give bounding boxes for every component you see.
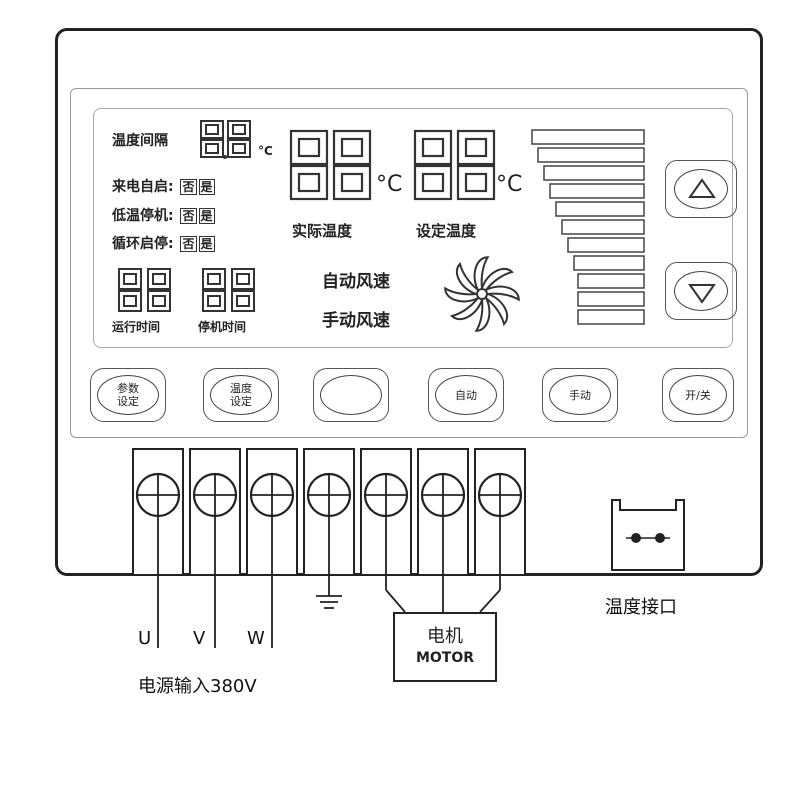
run-time-digits [118, 268, 171, 312]
stop-time-digits [202, 268, 255, 312]
actual-temp-digits [289, 129, 372, 201]
power-button-label: 开/关 [669, 375, 727, 415]
cycle-start-stop-label: 循环启停 [112, 236, 168, 252]
temp-interval-label: 温度间隔 [112, 133, 168, 149]
fan-level-bars [531, 129, 645, 325]
phase-v-label: V [193, 628, 206, 649]
power-on-start-no: 否 [180, 179, 197, 195]
set-temp-label: 设定温度 [416, 222, 477, 240]
manual-fan-label: 手动风速 [322, 311, 390, 331]
param-setting-label: 参数 设定 [97, 375, 159, 415]
auto-button-label: 自动 [435, 375, 497, 415]
lcd-screen [93, 108, 733, 348]
param-setting-button[interactable]: 参数 设定 [90, 368, 166, 422]
phase-u-label: U [138, 628, 152, 649]
down-arrow-icon [688, 284, 716, 304]
actual-temp-label: 实际温度 [292, 222, 353, 240]
lcd-frame [70, 88, 748, 438]
blank-button-label [320, 375, 382, 415]
phase-w-label: W [247, 628, 265, 649]
auto-fan-label: 自动风速 [322, 272, 390, 292]
cycle-start-stop-no: 否 [180, 236, 197, 252]
low-temp-stop-label: 低温停机 [112, 208, 168, 224]
set-temp-digits [413, 129, 496, 201]
blank-button[interactable] [313, 368, 389, 422]
up-button[interactable] [665, 160, 737, 218]
up-arrow-icon [688, 178, 716, 198]
fan-icon [442, 254, 522, 334]
temp-port-icon [611, 499, 685, 571]
power-input-label: 电源输入380V [138, 676, 257, 697]
temp-interval-unit: °C [258, 144, 273, 158]
temp-setting-label: 温度 设定 [210, 375, 272, 415]
motor-en-label: MOTOR [415, 650, 475, 666]
power-button[interactable]: 开/关 [662, 368, 734, 422]
down-button[interactable] [665, 262, 737, 320]
power-on-start-yes: 是 [198, 179, 215, 195]
low-temp-stop-yes: 是 [198, 208, 215, 224]
up-button-ring [674, 169, 728, 209]
manual-button[interactable]: 手动 [542, 368, 618, 422]
low-temp-stop-no: 否 [180, 208, 197, 224]
motor-cn-label: 电机 [427, 626, 463, 647]
set-temp-unit: °C [496, 172, 523, 197]
terminal-v [189, 448, 241, 576]
motor-box: 电机 MOTOR [393, 612, 497, 682]
temp-port-label: 温度接口 [605, 597, 677, 618]
low-temp-stop-row: 低温停机: 否是 [112, 208, 215, 224]
manual-button-label: 手动 [549, 375, 611, 415]
cycle-start-stop-row: 循环启停: 否是 [112, 236, 215, 252]
actual-temp-unit: °C [376, 172, 403, 197]
temp-interval-digits [200, 120, 251, 159]
temp-setting-button[interactable]: 温度 设定 [203, 368, 279, 422]
auto-button[interactable]: 自动 [428, 368, 504, 422]
cycle-start-stop-yes: 是 [198, 236, 215, 252]
run-time-label: 运行时间 [112, 320, 161, 334]
down-button-ring [674, 271, 728, 311]
stop-time-label: 停机时间 [198, 320, 247, 334]
power-on-start-row: 来电自启: 否是 [112, 179, 215, 195]
power-on-start-label: 来电自启 [112, 179, 168, 195]
